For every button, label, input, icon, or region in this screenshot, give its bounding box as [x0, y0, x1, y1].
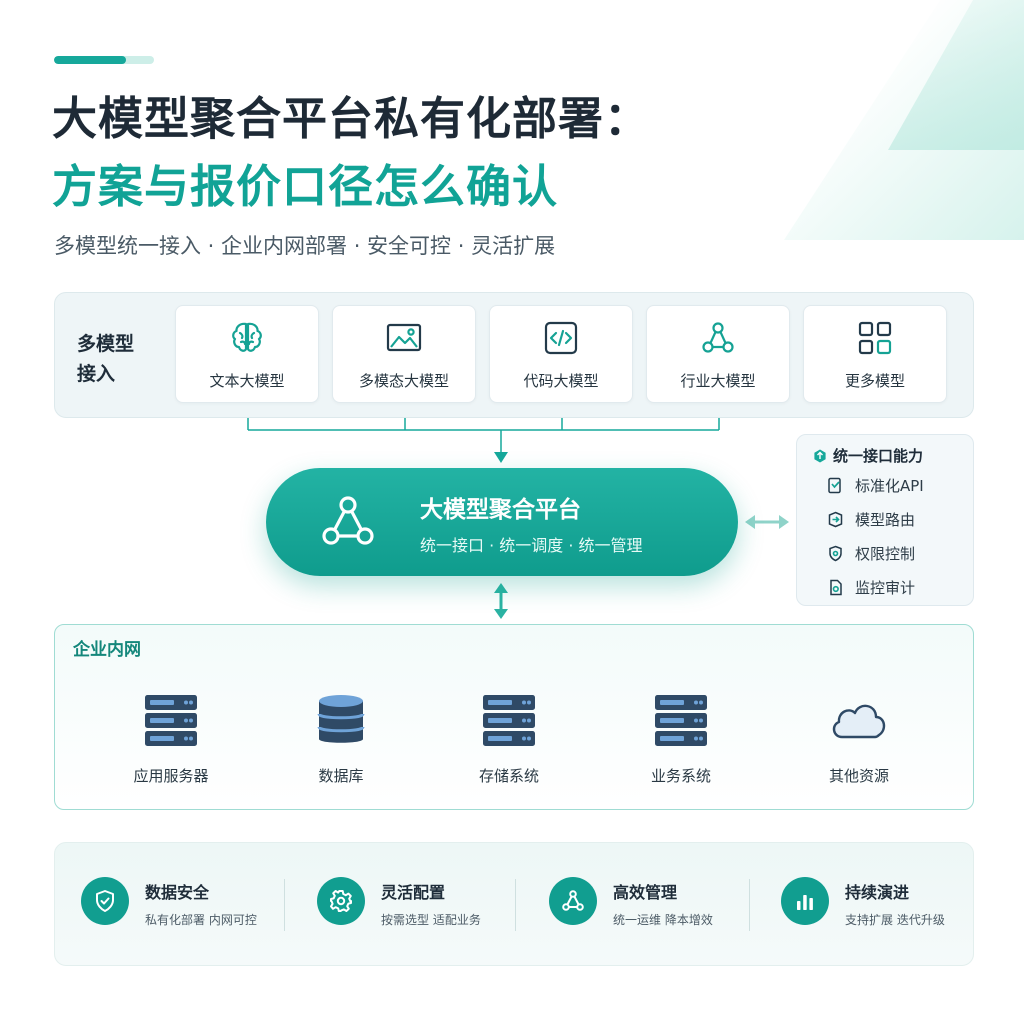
capabilities-title: 统一接口能力: [813, 445, 923, 466]
bar-chart-icon: [797, 895, 813, 910]
model-label: 代码大模型: [523, 372, 599, 390]
feature-icon-circle: [81, 877, 129, 925]
network-icon: [322, 496, 374, 545]
platform-subtitle: 统一接口 · 统一调度 · 统一管理: [420, 536, 643, 555]
feature-desc: 按需选型 适配业务: [381, 913, 481, 927]
cloud-icon: [832, 704, 886, 739]
feature-title: 数据安全: [145, 883, 210, 902]
capability-permission[interactable]: 权限控制: [827, 543, 967, 564]
network-icon: [562, 890, 584, 911]
capability-badge-icon: [814, 449, 826, 463]
server-icon: [145, 695, 197, 746]
route-icon: [828, 511, 843, 528]
resource-app-server[interactable]: 应用服务器: [101, 687, 241, 787]
models-panel: 多模型 接入 文本大模型 多模态大模型 代码大模型: [54, 292, 974, 418]
feature-flexible-config: 灵活配置 按需选型 适配业务: [317, 873, 537, 937]
code-icon: [544, 321, 578, 355]
model-label: 文本大模型: [209, 372, 285, 390]
resource-database[interactable]: 数据库: [271, 687, 411, 787]
down-arrow-icon: [494, 452, 508, 463]
capability-api[interactable]: 标准化API: [827, 475, 967, 496]
feature-title: 灵活配置: [381, 883, 446, 902]
feature-data-security: 数据安全 私有化部署 内网可控: [81, 873, 301, 937]
capabilities-panel: 统一接口能力 标准化API 模型路由 权限控制 监控审计: [796, 434, 974, 606]
features-bar: 数据安全 私有化部署 内网可控 灵活配置 按需选型 适配业务 高效管理 统一运维…: [54, 842, 974, 966]
accent-bar: [54, 56, 154, 64]
intranet-label: 企业内网: [73, 640, 141, 660]
server-icon: [655, 695, 707, 746]
monitor-icon: [830, 579, 842, 596]
page-title-line1: 大模型聚合平台私有化部署：: [52, 92, 651, 145]
feature-continuous-evolution: 持续演进 支持扩展 迭代升级: [781, 873, 1001, 937]
capability-routing[interactable]: 模型路由: [827, 509, 967, 530]
model-label: 行业大模型: [680, 372, 756, 390]
feature-icon-circle: [549, 877, 597, 925]
models-label: 多模型 接入: [77, 333, 135, 385]
model-label: 多模态大模型: [358, 372, 449, 390]
model-card-more[interactable]: 更多模型: [803, 305, 947, 403]
gear-icon: [330, 890, 352, 912]
platform-title: 大模型聚合平台: [420, 497, 581, 523]
feature-divider: [515, 879, 516, 931]
model-card-multimodal[interactable]: 多模态大模型: [332, 305, 476, 403]
feature-desc: 统一运维 降本增效: [613, 913, 713, 927]
page-title-line2: 方案与报价口径怎么确认: [52, 160, 559, 213]
resource-label: 其他资源: [828, 767, 889, 785]
database-icon: [317, 695, 365, 743]
shield-icon: [829, 545, 842, 562]
resource-label: 应用服务器: [133, 767, 209, 785]
resource-label: 存储系统: [478, 767, 539, 785]
resource-storage[interactable]: 存储系统: [439, 687, 579, 787]
feature-title: 高效管理: [613, 883, 678, 902]
resource-business-system[interactable]: 业务系统: [611, 687, 751, 787]
feature-divider: [284, 879, 285, 931]
feature-title: 持续演进: [845, 883, 910, 902]
server-icon: [483, 695, 535, 746]
api-doc-icon: [828, 477, 841, 494]
network-icon: [702, 322, 734, 353]
feature-efficient-management: 高效管理 统一运维 降本增效: [549, 873, 769, 937]
feature-desc: 私有化部署 内网可控: [145, 913, 257, 927]
feature-icon-circle: [317, 877, 365, 925]
image-icon: [386, 323, 422, 352]
shield-check-icon: [96, 890, 114, 912]
model-card-code[interactable]: 代码大模型: [489, 305, 633, 403]
feature-divider: [749, 879, 750, 931]
feature-icon-circle: [781, 877, 829, 925]
model-card-text[interactable]: 文本大模型: [175, 305, 319, 403]
brain-icon: [232, 322, 262, 352]
intranet-panel: 企业内网 应用服务器 数据库: [54, 624, 974, 810]
page-subtitle: 多模型统一接入 · 企业内网部署 · 安全可控 · 灵活扩展: [54, 234, 556, 258]
grid-icon: [858, 321, 892, 355]
platform-node[interactable]: 大模型聚合平台 统一接口 · 统一调度 · 统一管理: [266, 468, 738, 576]
resource-other[interactable]: 其他资源: [789, 687, 929, 787]
capability-monitoring[interactable]: 监控审计: [827, 577, 967, 598]
model-card-industry[interactable]: 行业大模型: [646, 305, 790, 403]
model-label: 更多模型: [844, 372, 905, 390]
resource-label: 数据库: [318, 767, 364, 785]
feature-desc: 支持扩展 迭代升级: [845, 913, 945, 927]
resource-label: 业务系统: [650, 767, 711, 785]
